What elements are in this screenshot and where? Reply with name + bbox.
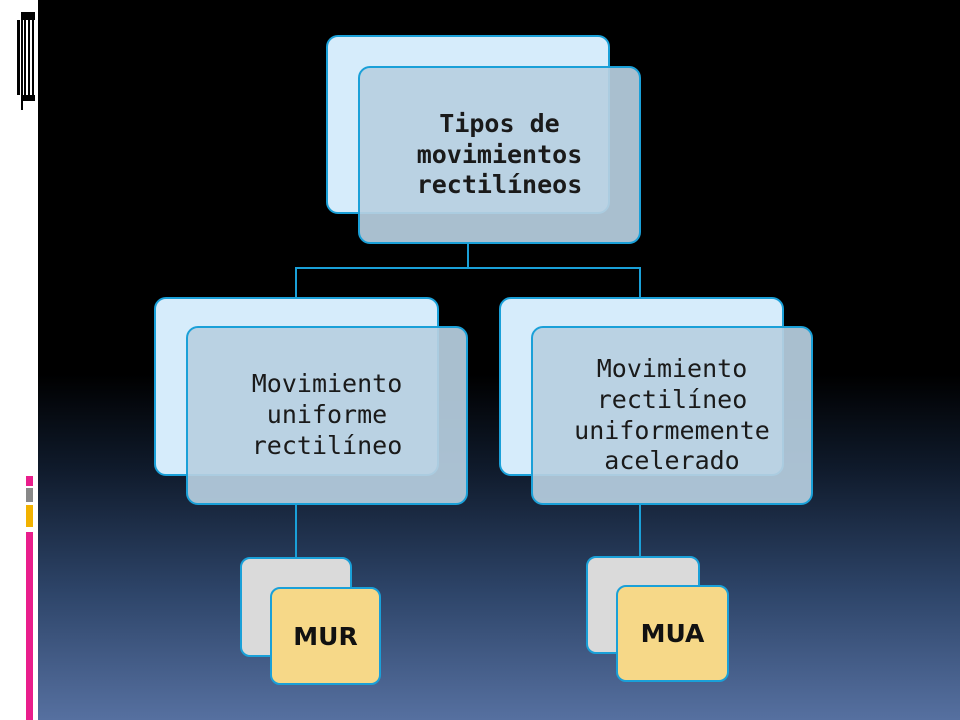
- leaf-left-node: MUR: [270, 587, 381, 685]
- corner-pattern: [17, 20, 20, 95]
- decor-bar: [26, 476, 33, 486]
- corner-pattern: [21, 12, 35, 20]
- leaf-right-label: MUA: [640, 619, 705, 648]
- connector-root-left: [295, 243, 469, 298]
- leaf-right-node: MUA: [616, 585, 729, 682]
- branch-right-node: Movimiento rectilíneo uniformemente acel…: [531, 326, 813, 505]
- branch-right-label: Movimiento rectilíneo uniformemente acel…: [574, 354, 770, 476]
- connector-root-right: [468, 267, 641, 298]
- decor-bar: [26, 532, 33, 720]
- corner-pattern: [24, 20, 35, 100]
- branch-left-node: Movimiento uniforme rectilíneo: [186, 326, 468, 505]
- decor-bar: [26, 505, 33, 527]
- root-node-label: Tipos de movimientos rectilíneos: [416, 108, 583, 200]
- corner-pattern: [21, 95, 35, 101]
- decor-bar: [26, 488, 33, 502]
- branch-left-label: Movimiento uniforme rectilíneo: [251, 369, 403, 460]
- leaf-left-label: MUR: [293, 621, 358, 651]
- root-node: Tipos de movimientos rectilíneos: [358, 66, 641, 244]
- corner-pattern: [21, 20, 23, 110]
